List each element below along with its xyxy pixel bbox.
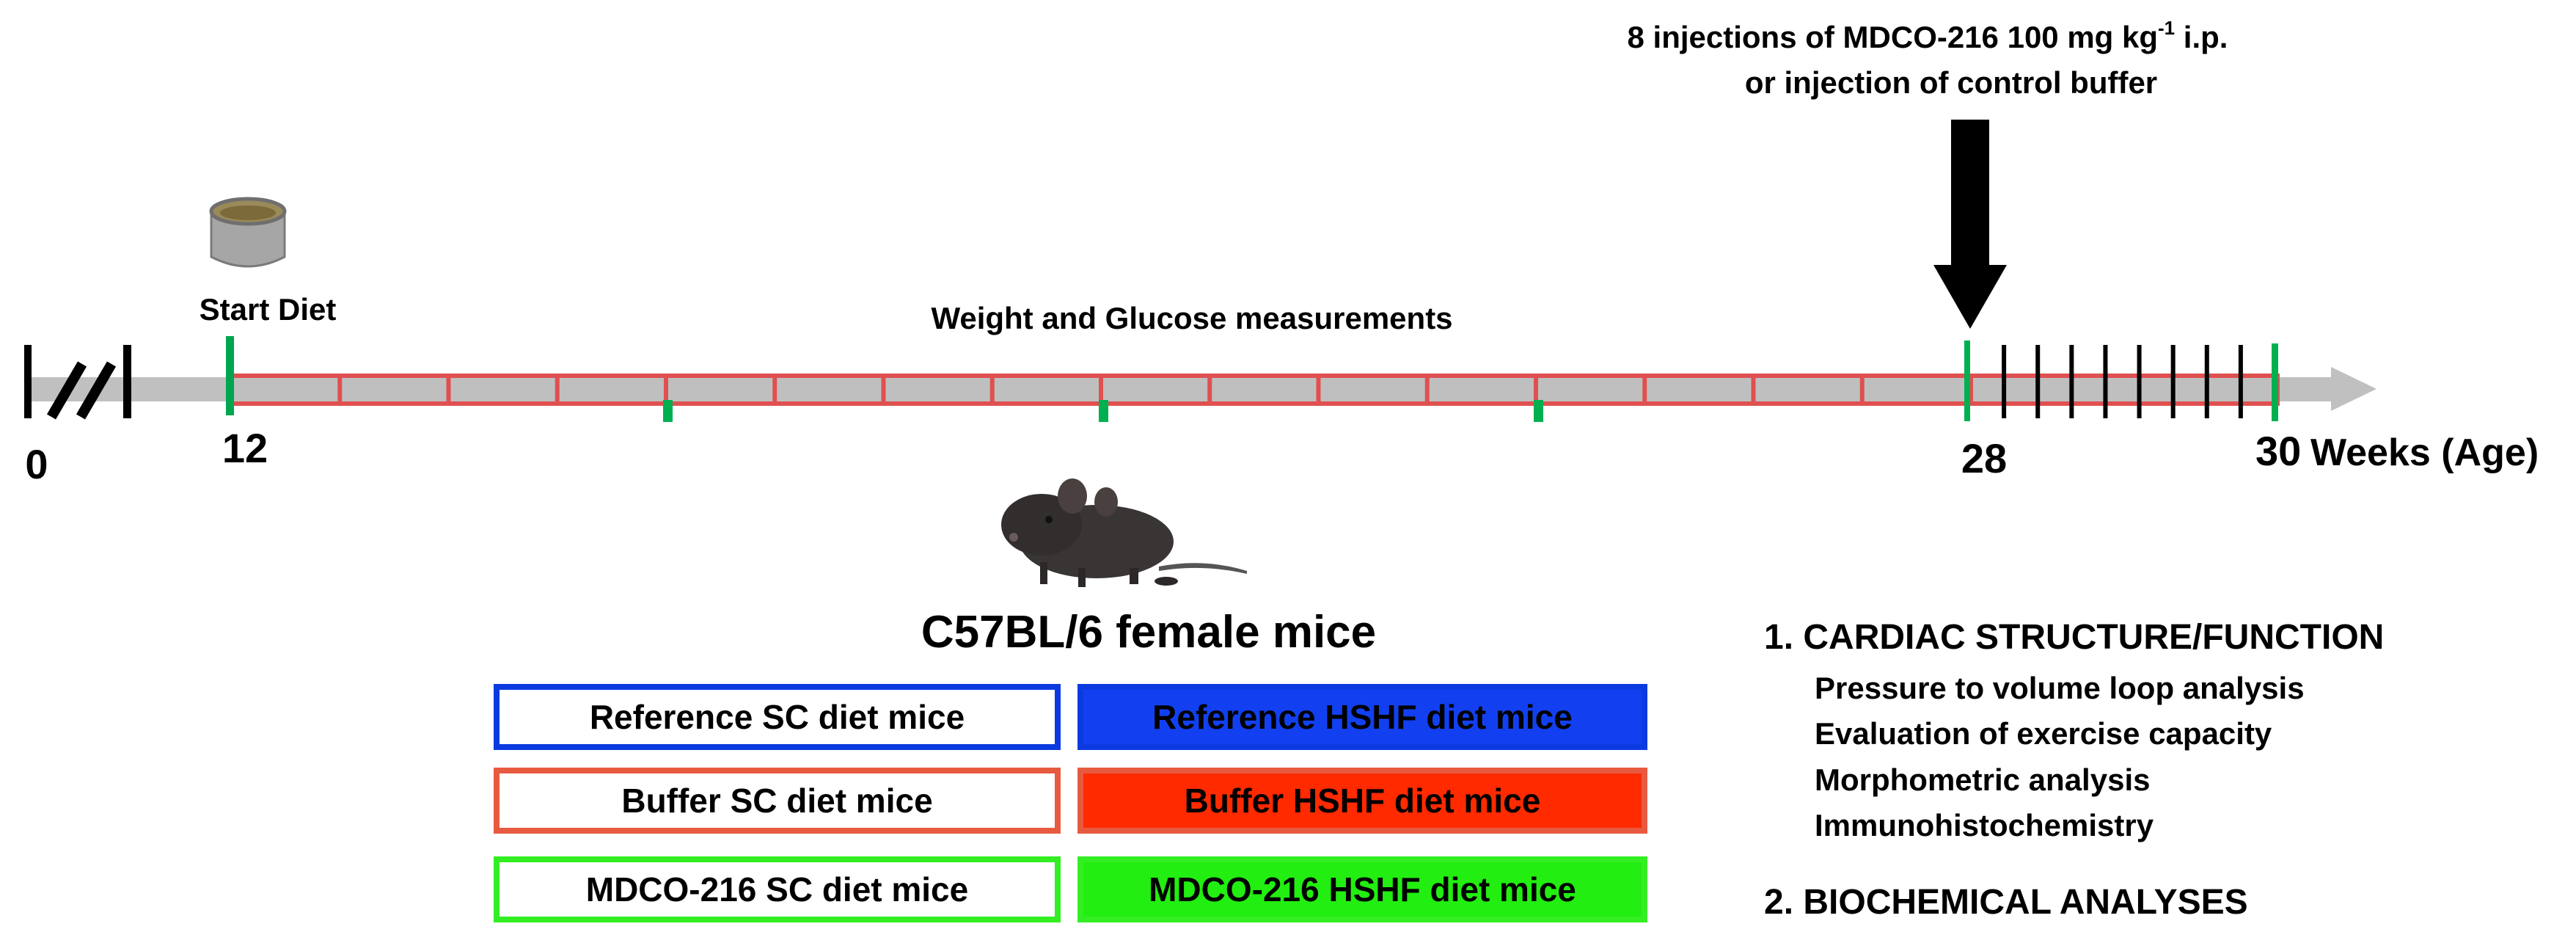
injection-tick	[2238, 345, 2243, 418]
mouse-strain-label: C57BL/6 female mice	[921, 607, 1376, 658]
injection-tick	[2103, 345, 2108, 418]
down-arrow-icon	[1933, 120, 2007, 329]
injection-tick	[2035, 345, 2041, 418]
injection-note-line1: 8 injections of MDCO-216 100 mg kg-1 i.p…	[1628, 17, 2228, 54]
group-box-reference-hshf: Reference HSHF diet mice	[1077, 684, 1647, 750]
mouse-icon	[1001, 478, 1247, 587]
measurements-label: Weight and Glucose measurements	[931, 301, 1452, 335]
measurement-marker	[663, 400, 673, 422]
week-0-label: 0	[25, 441, 48, 487]
analyses-item: Evaluation of exercise capacity	[1815, 716, 2272, 751]
analyses-section2-title: 2. BIOCHEMICAL ANALYSES	[1764, 883, 2248, 922]
group-box-buffer-sc: Buffer SC diet mice	[494, 768, 1061, 834]
injection-period-bar	[1969, 374, 2280, 406]
injection-tick	[2069, 345, 2074, 418]
analyses-section1-title: 1. CARDIAC STRUCTURE/FUNCTION	[1764, 618, 2384, 657]
week-28-label: 28	[1961, 435, 2007, 481]
group-box-mdco216-hshf: MDCO-216 HSHF diet mice	[1077, 856, 1647, 922]
analyses-item: Morphometric analysis	[1815, 762, 2150, 797]
analyses-item: Immunohistochemistry	[1815, 808, 2154, 842]
start-diet-marker	[226, 336, 234, 415]
group-box-mdco216-sc: MDCO-216 SC diet mice	[494, 856, 1061, 922]
measurement-marker	[1534, 400, 1543, 422]
injection-tick	[2170, 345, 2176, 418]
diet-period-dividers	[337, 376, 1865, 404]
axis-unit-label: Weeks (Age)	[2310, 432, 2539, 474]
injection-ticks	[2002, 345, 2243, 418]
measurement-marker	[1099, 400, 1108, 422]
week-12-label: 12	[222, 425, 268, 471]
injection-note-line2: or injection of control buffer	[1745, 65, 2157, 100]
injection-tick	[2137, 345, 2142, 418]
axis-break-symbol	[24, 345, 131, 420]
week-30-marker	[2272, 343, 2278, 421]
start-diet-label: Start Diet	[200, 292, 337, 327]
week-30-label: 30	[2255, 428, 2301, 474]
injection-tick	[2204, 345, 2209, 418]
group-box-reference-sc: Reference SC diet mice	[494, 684, 1061, 750]
analyses-item: Pressure to volume loop analysis	[1815, 671, 2305, 705]
week-28-marker	[1964, 341, 1970, 421]
injection-tick	[2002, 345, 2007, 418]
group-box-buffer-hshf: Buffer HSHF diet mice	[1077, 768, 1647, 834]
food-can-icon	[209, 197, 287, 268]
